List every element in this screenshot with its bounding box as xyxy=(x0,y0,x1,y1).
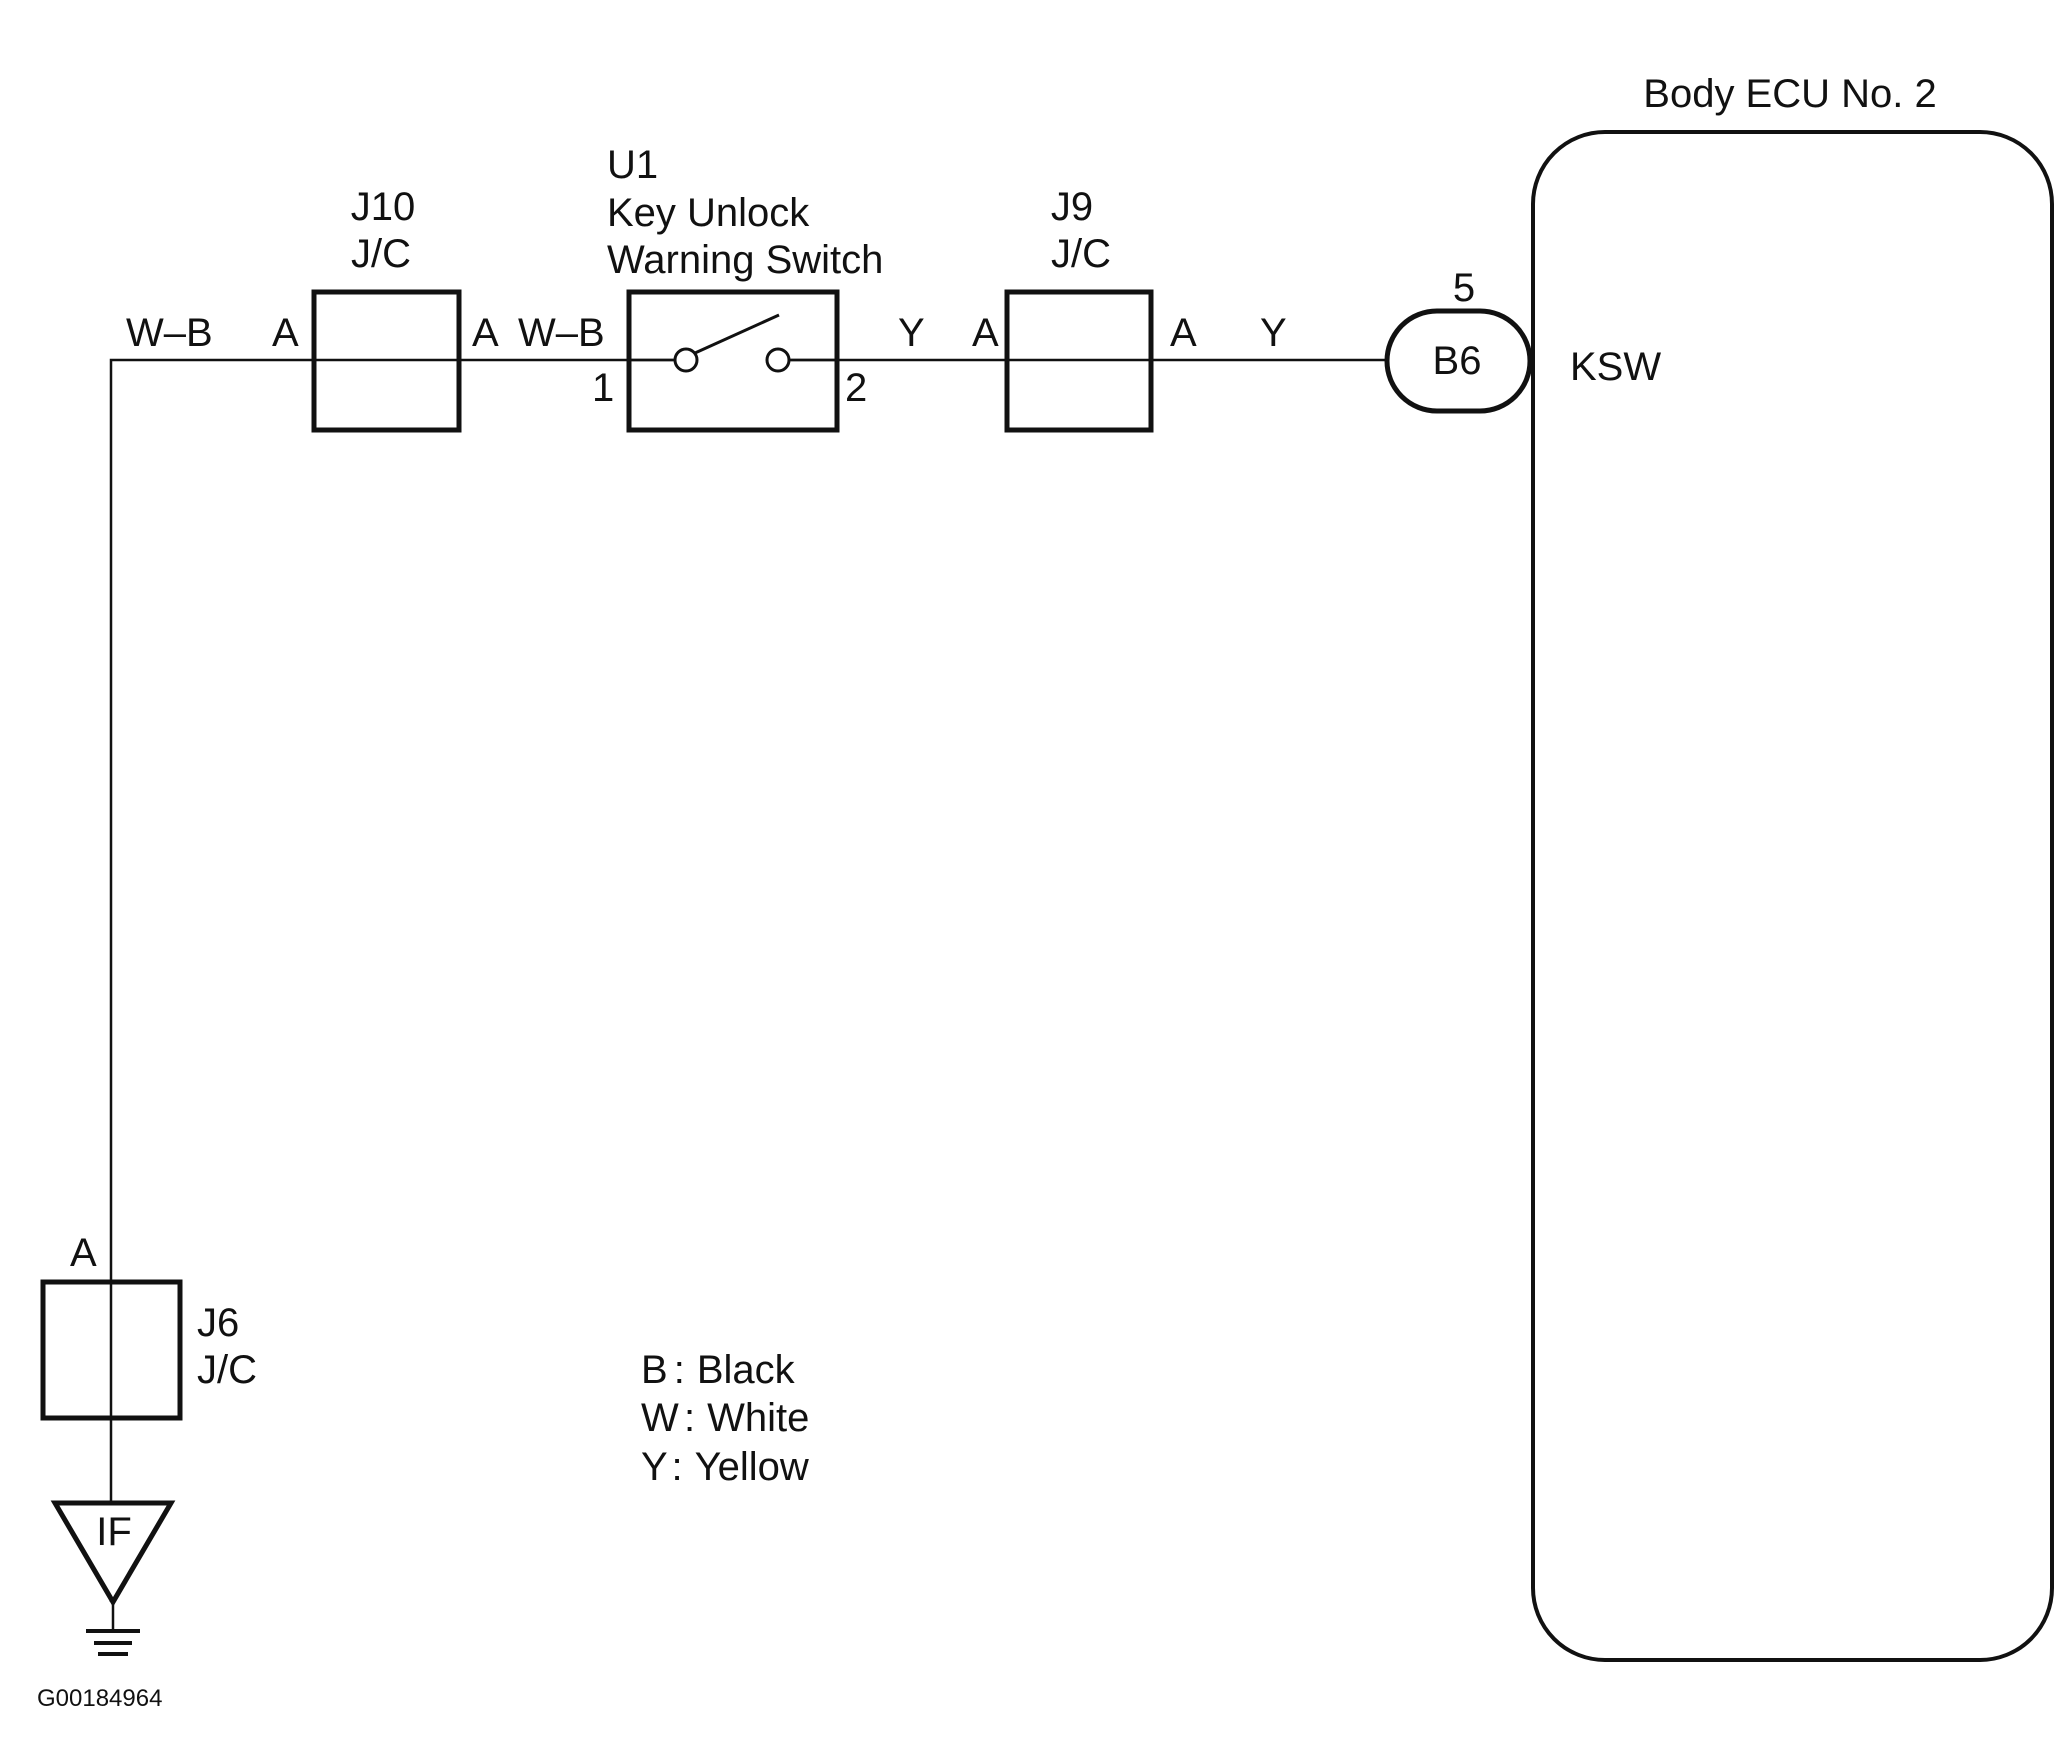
switch-pin-1: 1 xyxy=(592,366,614,410)
b6-connector-label: B6 xyxy=(1433,339,1482,383)
switch-contact-left xyxy=(673,347,699,373)
wire-color-switch-out-y: Y xyxy=(898,311,925,355)
switch-lever-icon xyxy=(694,313,780,355)
ground-point-triangle xyxy=(50,1500,176,1607)
wire-color-mid-wb: W–B xyxy=(518,311,605,355)
body-ecu-box xyxy=(1531,130,2054,1662)
switch-contact-right xyxy=(765,347,791,373)
j9-id-label: J9 xyxy=(1051,185,1093,229)
j6-pin-top: A xyxy=(70,1231,97,1275)
wire-color-legend: B:Black W:White Y:Yellow xyxy=(641,1348,809,1489)
j6-id-label: J6 xyxy=(197,1301,239,1345)
legend-item: W:White xyxy=(641,1396,809,1440)
legend-item: Y:Yellow xyxy=(641,1445,809,1489)
figure-id: G00184964 xyxy=(37,1685,162,1712)
j10-pin-left: A xyxy=(272,311,299,355)
j6-junction-box xyxy=(40,1279,183,1421)
wire-color-left-wb: W–B xyxy=(126,311,213,355)
j10-junction-box xyxy=(311,289,462,433)
j10-pin-right: A xyxy=(472,311,499,355)
body-ecu-title: Body ECU No. 2 xyxy=(1643,72,1936,116)
ground-point-label: IF xyxy=(96,1510,132,1554)
wire-color-to-ecu-y: Y xyxy=(1260,311,1287,355)
wire-ground-to-j10 xyxy=(109,358,314,1602)
switch-name-line2: Warning Switch xyxy=(607,238,883,282)
switch-pin-2: 2 xyxy=(845,366,867,410)
j9-pin-left: A xyxy=(972,311,999,355)
j9-pin-right: A xyxy=(1170,311,1197,355)
j6-type-label: J/C xyxy=(197,1348,257,1392)
ecu-terminal-ksw: KSW xyxy=(1570,345,1661,389)
switch-name-line1: Key Unlock xyxy=(607,191,810,235)
j10-type-label: J/C xyxy=(351,232,411,276)
legend-item: B:Black xyxy=(641,1348,796,1392)
ground-icon xyxy=(86,1629,140,1656)
j10-id-label: J10 xyxy=(351,185,416,229)
switch-id-label: U1 xyxy=(607,143,658,187)
j9-junction-box xyxy=(1004,289,1154,433)
b6-pin-number: 5 xyxy=(1453,266,1475,310)
j9-type-label: J/C xyxy=(1051,232,1111,276)
b6-connector xyxy=(1384,308,1533,414)
